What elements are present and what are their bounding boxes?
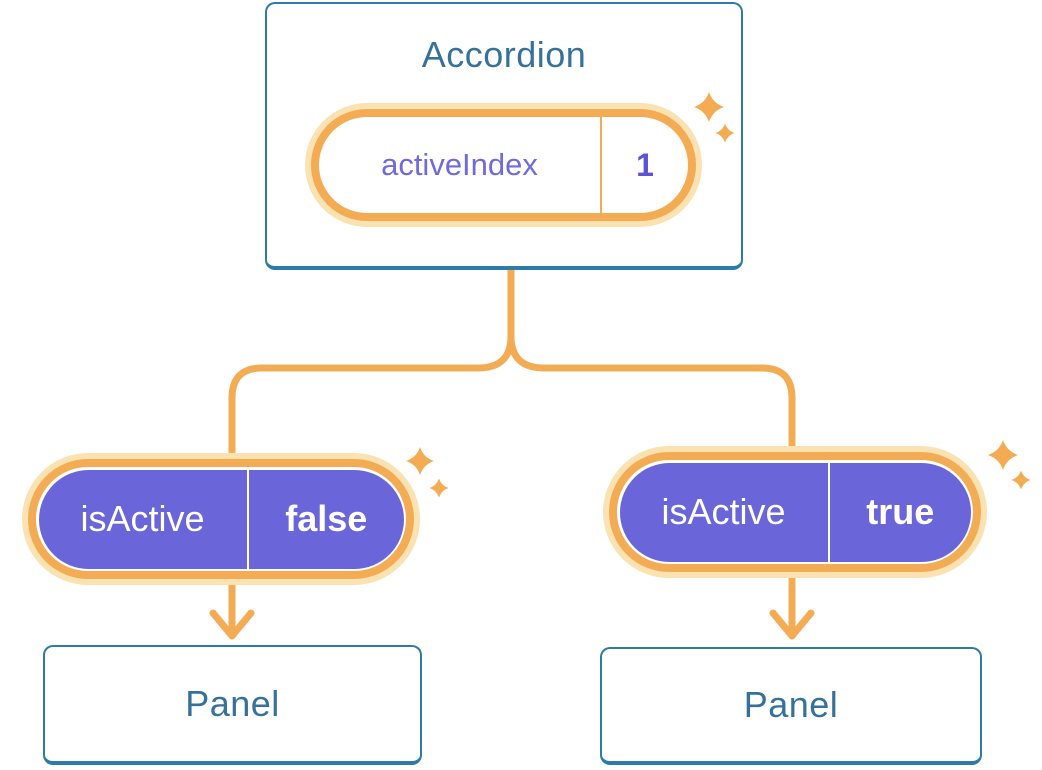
prop-pill-left-value: false (285, 498, 368, 539)
state-pill: activeIndex 1 (311, 109, 696, 221)
connector-branch-left (228, 335, 515, 634)
panel-left-title: Panel (185, 683, 280, 724)
arrow-down-right-icon (769, 609, 815, 640)
prop-pill-right-value: true (866, 491, 935, 532)
state-pill-divider (600, 117, 602, 213)
connector-branch-right (507, 335, 796, 634)
prop-pill-right-body: isActive true (619, 462, 971, 562)
prop-pill-right-label: isActive (661, 491, 786, 532)
panel-right-title: Panel (743, 684, 839, 725)
prop-pill-right-divider (827, 462, 830, 562)
arrow-down-left-icon (209, 609, 255, 640)
state-pill-label: activeIndex (381, 147, 538, 182)
panel-node-card-right: Panel (600, 647, 982, 765)
prop-pill-right: isActive true (609, 452, 981, 572)
prop-pill-left-divider (246, 469, 249, 569)
state-pill-value: 1 (636, 146, 654, 183)
accordion-node-title: Accordion (421, 34, 587, 75)
prop-pill-left-body: isActive false (38, 469, 404, 569)
prop-pill-left-label: isActive (80, 498, 205, 539)
panel-node-card-left: Panel (43, 645, 422, 765)
prop-pill-left: isActive false (28, 459, 414, 579)
